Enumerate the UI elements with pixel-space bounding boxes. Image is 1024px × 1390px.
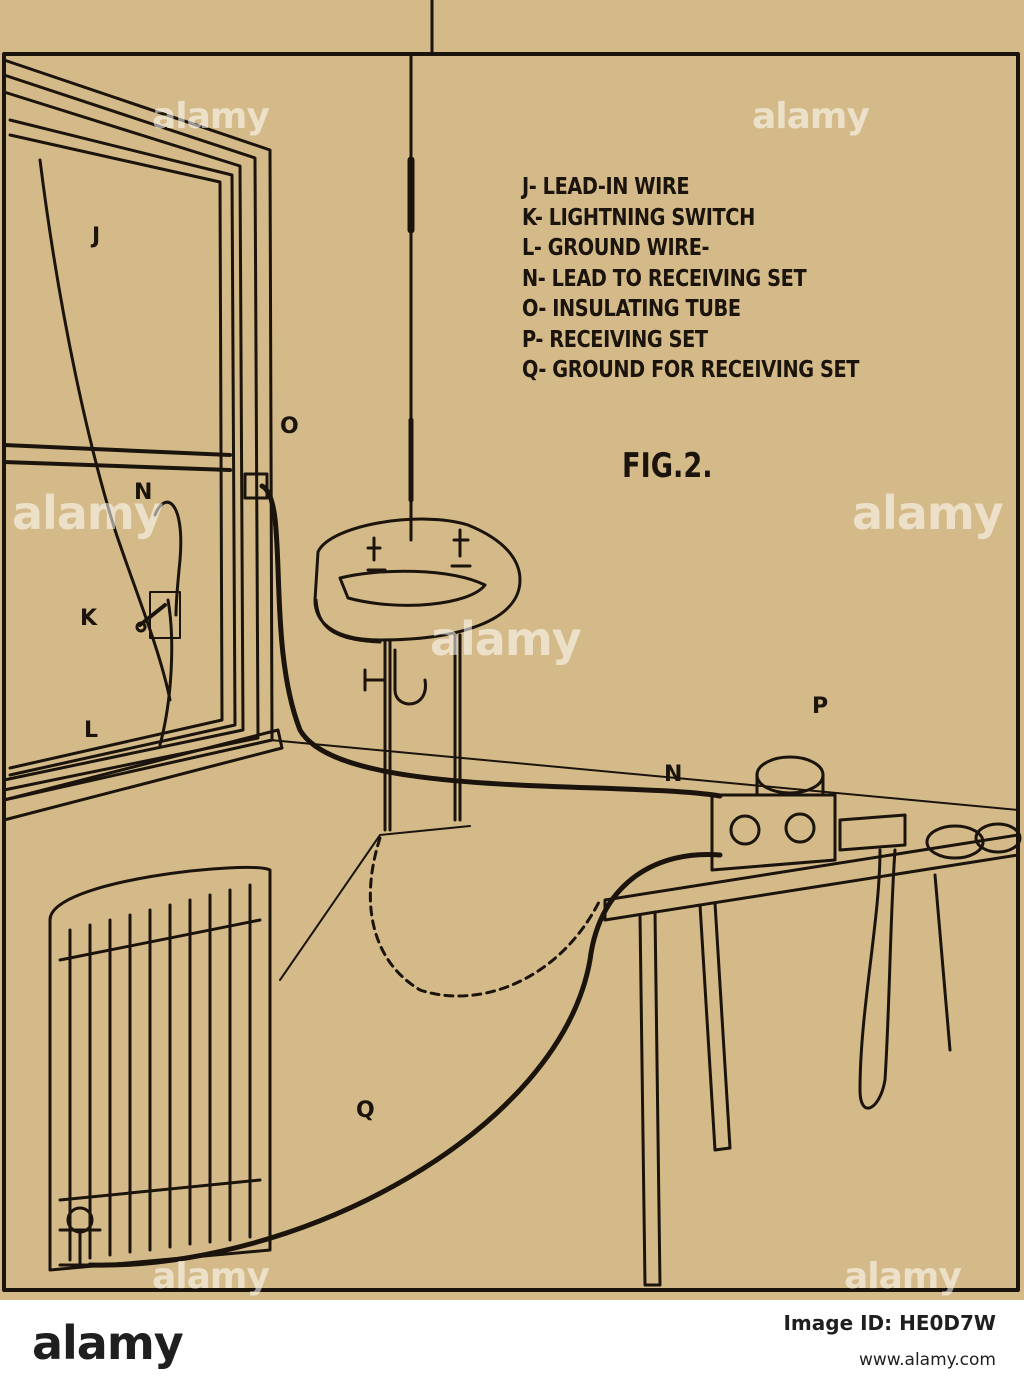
label-l: L [84,718,99,743]
room-illustration [2,0,1022,1292]
legend-item-k: K- LIGHTNING SWITCH [522,204,755,231]
site-url: www.alamy.com [858,1350,996,1370]
label-n-window: N [134,480,153,505]
legend-item-q: Q- GROUND FOR RECEIVING SET [522,357,860,383]
label-k: K [80,606,98,631]
image-id: Image ID: HE0D7W [783,1311,996,1335]
label-o: O [280,414,299,439]
diagram-scan: J- LEAD-IN WIRE K- LIGHTNING SWITCH L- G… [2,0,1022,1297]
label-n-table: N [664,762,683,787]
watermark: alamy [852,486,1004,540]
watermark: alamy [430,612,582,666]
legend-item-p: P- RECEIVING SET [522,326,708,353]
watermark: alamy [12,486,164,540]
watermark: alamy [152,96,270,137]
figure-legend: J- LEAD-IN WIRE K- LIGHTNING SWITCH L- G… [522,172,875,386]
legend-item-l: L- GROUND WIRE- [522,235,710,261]
brand-logo: alamy [32,1316,184,1370]
watermark: alamy [844,1256,962,1297]
footer-bar [0,1300,1024,1390]
label-j: J [92,224,101,249]
label-p: P [812,694,829,719]
legend-item-o: O- INSULATING TUBE [522,296,741,322]
watermark: alamy [752,96,870,137]
legend-item-j: J- LEAD-IN WIRE [522,174,690,200]
label-q: Q [356,1098,375,1123]
watermark: alamy [152,1256,270,1297]
figure-title: FIG.2. [622,446,713,486]
legend-item-n: N- LEAD TO RECEIVING SET [522,265,807,292]
